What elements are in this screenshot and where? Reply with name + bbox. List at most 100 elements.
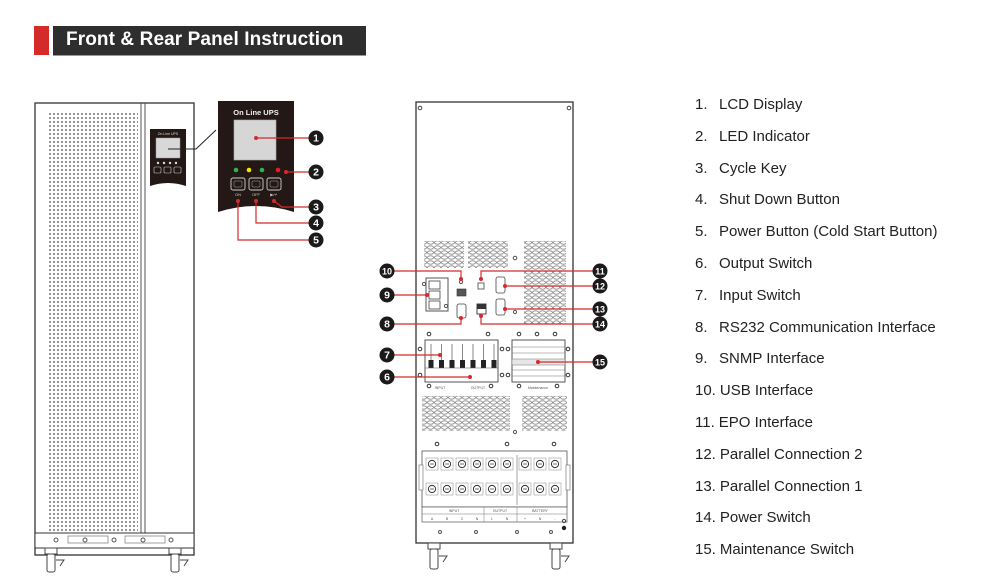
terminal-label: N: [506, 517, 509, 521]
callout-badge-4: 4: [308, 215, 324, 231]
legend-item-number: 9.: [695, 350, 708, 368]
legend-item-number: 1.: [695, 96, 708, 113]
legend-item: 3. Cycle Key: [695, 160, 787, 180]
front-cabinet: On Line UPS: [34, 102, 217, 573]
legend-item-number: 8.: [695, 318, 708, 336]
callout-leaders: [237, 137, 598, 378]
mini-lcd: [155, 137, 181, 159]
display-title: On Line UPS: [233, 108, 278, 117]
parallel-port-1: [495, 298, 506, 316]
vent-upper-mid: [468, 241, 508, 268]
legend-item-number: 5.: [695, 223, 708, 241]
rs232-port: [456, 303, 467, 319]
legend-item-label: SNMP Interface: [719, 350, 825, 368]
legend-item: 1. LCD Display: [695, 96, 802, 116]
legend-item: 10.USB Interface: [695, 382, 813, 402]
legend-item: 6.Output Switch: [695, 255, 812, 275]
legend-item: 12.Parallel Connection 2: [695, 446, 862, 466]
legend-item: 8. RS232 Communication Interface: [695, 319, 936, 339]
legend-item-number: 4.: [695, 191, 708, 209]
vent-lower-left: [422, 396, 510, 431]
svg-text:OUTPUT: OUTPUT: [471, 386, 486, 390]
led-4: [275, 167, 281, 173]
callout-number: 12: [595, 282, 605, 292]
rear-caster-left: [427, 542, 448, 570]
page-title: Front & Rear Panel Instruction: [66, 29, 344, 50]
cycle-key-button: [266, 177, 282, 191]
callout-number: 2: [313, 167, 319, 179]
callout-badge-14: 14: [592, 316, 608, 332]
legend-item: 15.Maintenance Switch: [695, 541, 854, 561]
vent-upper-left: [424, 241, 464, 268]
legend-item-number: 13.: [695, 477, 716, 495]
callout-number: 10: [382, 267, 392, 277]
legend-item-label: Input Switch: [719, 286, 801, 304]
legend-item: 7. Input Switch: [695, 287, 801, 307]
svg-text:Maintenance: Maintenance: [528, 386, 548, 390]
callout-badge-15: 15: [592, 354, 608, 370]
callout-number: 9: [384, 290, 390, 302]
epo-port: [477, 282, 485, 290]
callout-badge-6: 6: [379, 369, 395, 385]
legend-item: 11.EPO Interface: [695, 414, 813, 434]
terminal-group-label: OUTPUT: [493, 509, 508, 513]
terminal-label: C: [461, 517, 464, 521]
callout-anchor-dots: [236, 136, 540, 379]
legend-item-label: Output Switch: [719, 255, 813, 272]
legend-item: 2. LED Indicator: [695, 128, 810, 148]
callout-badge-13: 13: [592, 301, 608, 317]
legend-item-number: 2.: [695, 127, 708, 145]
legend-item-label: Cycle Key: [719, 159, 787, 177]
legend-item: 14.Power Switch: [695, 509, 811, 529]
rear-cabinet: INPUT OUTPUT Maintenance INPUT A B: [415, 101, 574, 570]
legend-item-label: USB Interface: [719, 382, 814, 400]
legend-item-number: 3.: [695, 159, 708, 177]
terminal-label: A: [431, 517, 434, 521]
legend-item: 5.Power Button (Cold Start Button): [695, 223, 937, 243]
terminal-label-strip: [421, 506, 568, 523]
callout-badge-8: 8: [379, 316, 395, 332]
terminal-group-label: INPUT: [449, 509, 460, 513]
panel-buttons: ON OFF ▶/↵: [230, 177, 282, 197]
front-grille: [48, 112, 138, 532]
breaker-handle: [491, 360, 497, 368]
breaker-handle: [439, 360, 444, 368]
off-button: [248, 177, 264, 191]
callout-number: 4: [313, 218, 319, 230]
callout-badge-2: 2: [308, 164, 324, 180]
legend-item-label: RS232 Communication Interface: [719, 318, 936, 336]
callout-number: 1: [313, 133, 319, 145]
front-control-panel: On Line UPS ON OFF ▶/↵: [218, 101, 294, 212]
legend-item-label: LED Indicator: [719, 127, 810, 145]
legend-item-label: LCD Display: [719, 96, 803, 113]
legend-item-label: Parallel Connection 2: [719, 445, 863, 463]
vent-upper-right: [524, 241, 566, 325]
legend-item-number: 7.: [695, 286, 708, 304]
lcd-display: [233, 119, 277, 161]
header-accent-block: [34, 26, 49, 55]
terminal-label: L: [491, 517, 493, 521]
terminal-label: -: [554, 517, 556, 521]
legend-item-number: 10.: [695, 382, 716, 400]
callout-number: 7: [384, 350, 390, 362]
cycle-key-label: ▶/↵: [270, 192, 278, 197]
breaker-handle: [481, 360, 486, 368]
callout-number: 15: [595, 358, 605, 368]
svg-text:INPUT: INPUT: [435, 386, 446, 390]
off-button-label: OFF: [252, 192, 261, 197]
legend-item-number: 12.: [695, 445, 716, 463]
legend-item-number: 11.: [695, 414, 715, 431]
usb-port: [456, 288, 467, 297]
callout-badge-1: 1: [308, 130, 324, 146]
legend-item: 4.Shut Down Button: [695, 191, 840, 211]
terminal-label: B: [446, 517, 449, 521]
breaker-handle: [428, 360, 434, 368]
callout-badge-7: 7: [379, 347, 395, 363]
legend-item-label: Parallel Connection 1: [719, 477, 863, 495]
legend-item-label: Maintenance Switch: [719, 541, 855, 559]
rear-caster-right: [549, 542, 570, 570]
input-output-breakers: INPUT OUTPUT: [424, 339, 499, 390]
caster-wheel-left: [44, 547, 65, 573]
callout-badge-12: 12: [592, 278, 608, 294]
